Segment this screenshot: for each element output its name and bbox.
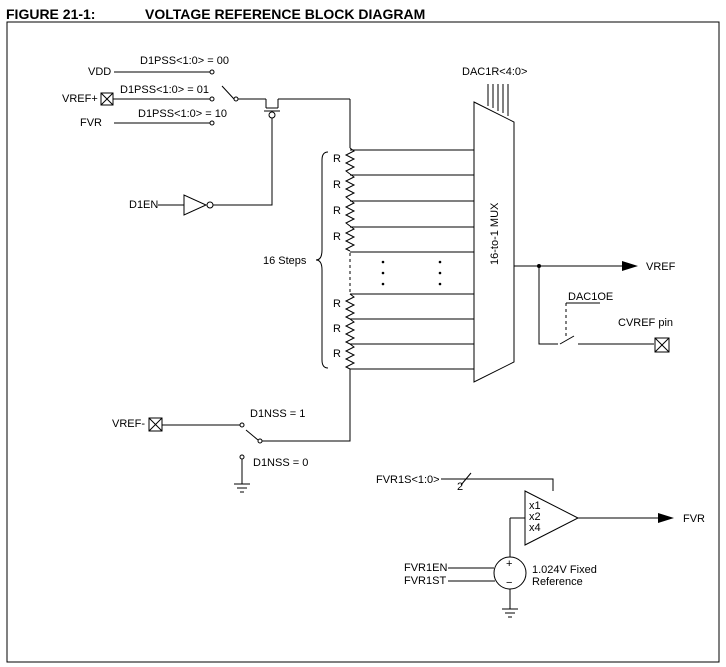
resistor-label: R [333,179,341,191]
ladder-taps [350,149,474,370]
d1en-label: D1EN [129,199,158,211]
fvr1st-label: FVR1ST [404,575,446,587]
resistor-label: R [333,348,341,360]
ground-symbol [234,483,250,493]
negative-select-switch [245,429,259,441]
gain-x4: x4 [529,522,541,534]
fvr-arrow [658,513,674,523]
resistor [344,147,356,175]
d1pss-10-label: D1PSS<1:0> = 10 [138,108,227,120]
resistor [344,199,356,227]
resistor-label: R [333,323,341,335]
fvr1en-label: FVR1EN [404,562,447,574]
vref-minus-contact [239,422,245,428]
resistor [344,293,356,320]
continuation-dots [381,260,442,286]
fvr1s-bus [441,478,554,491]
ladder-bottom-wire [262,369,351,442]
vref-plus-label: VREF+ [62,93,98,105]
fvr-ground-symbol [502,608,518,618]
reference-label-1: 1.024V Fixed [532,564,597,576]
resistor-label: R [333,231,341,243]
positive-select-switch [221,85,235,100]
mux-label: 16-to-1 MUX [489,202,501,265]
bus-slash [460,472,472,486]
diagram-border [6,21,720,663]
switch-pivot [233,96,239,102]
vdd-contact [209,69,215,75]
resistor-label: R [333,205,341,217]
steps-brace [315,151,329,369]
enable-gate-wire [213,118,273,206]
bus-width-label: 2 [457,481,463,493]
mux-block [473,101,515,383]
gain-x1: x1 [529,500,541,512]
dac1r-label: DAC1R<4:0> [462,66,527,78]
vref-plus-pin [100,92,114,106]
dac1oe-switch [559,335,575,345]
steps-label: 16 Steps [263,255,307,267]
vref-minus-pin [148,417,163,432]
resistor [344,173,356,201]
fvr1s-label: FVR1S<1:0> [376,474,440,486]
d1nss-0-label: D1NSS = 0 [253,457,308,469]
resistor-label: R [333,153,341,165]
resistor [344,343,356,370]
source-plus: + [506,558,512,570]
resistor [344,318,356,345]
figure-label: FIGURE 21-1: [6,6,96,22]
cvref-wire [538,266,558,345]
resistor-ladder-upper [344,147,356,252]
fvr-contact [209,120,215,126]
fvr-input-label: FVR [80,117,102,129]
gain-x2: x2 [529,511,541,523]
figure-title: VOLTAGE REFERENCE BLOCK DIAGRAM [145,6,426,22]
dac1oe-label: DAC1OE [568,291,613,303]
d1pss-00-label: D1PSS<1:0> = 00 [140,55,229,67]
source-minus: − [506,577,512,589]
reference-label-2: Reference [532,576,583,588]
ground-contact [239,454,245,460]
fvr-output-label: FVR [683,513,705,525]
vdd-label: VDD [88,66,111,78]
dac1r-bus [487,84,509,116]
resistor [344,225,356,252]
negative-switch-pivot [257,438,263,444]
vref-output-label: VREF [646,261,676,273]
vref-minus-label: VREF- [112,418,145,430]
vref-arrow [622,261,638,271]
d1nss-1-label: D1NSS = 1 [250,408,305,420]
resistor-label: R [333,298,341,310]
cvref-pin-label: CVREF pin [618,317,673,329]
enable-transistor [264,99,280,119]
resistor-ladder-lower [344,293,356,370]
d1pss-01-label: D1PSS<1:0> = 01 [120,84,209,96]
inverter-gate [183,194,214,216]
vref-plus-contact [209,96,215,102]
cvref-pin [654,337,670,353]
